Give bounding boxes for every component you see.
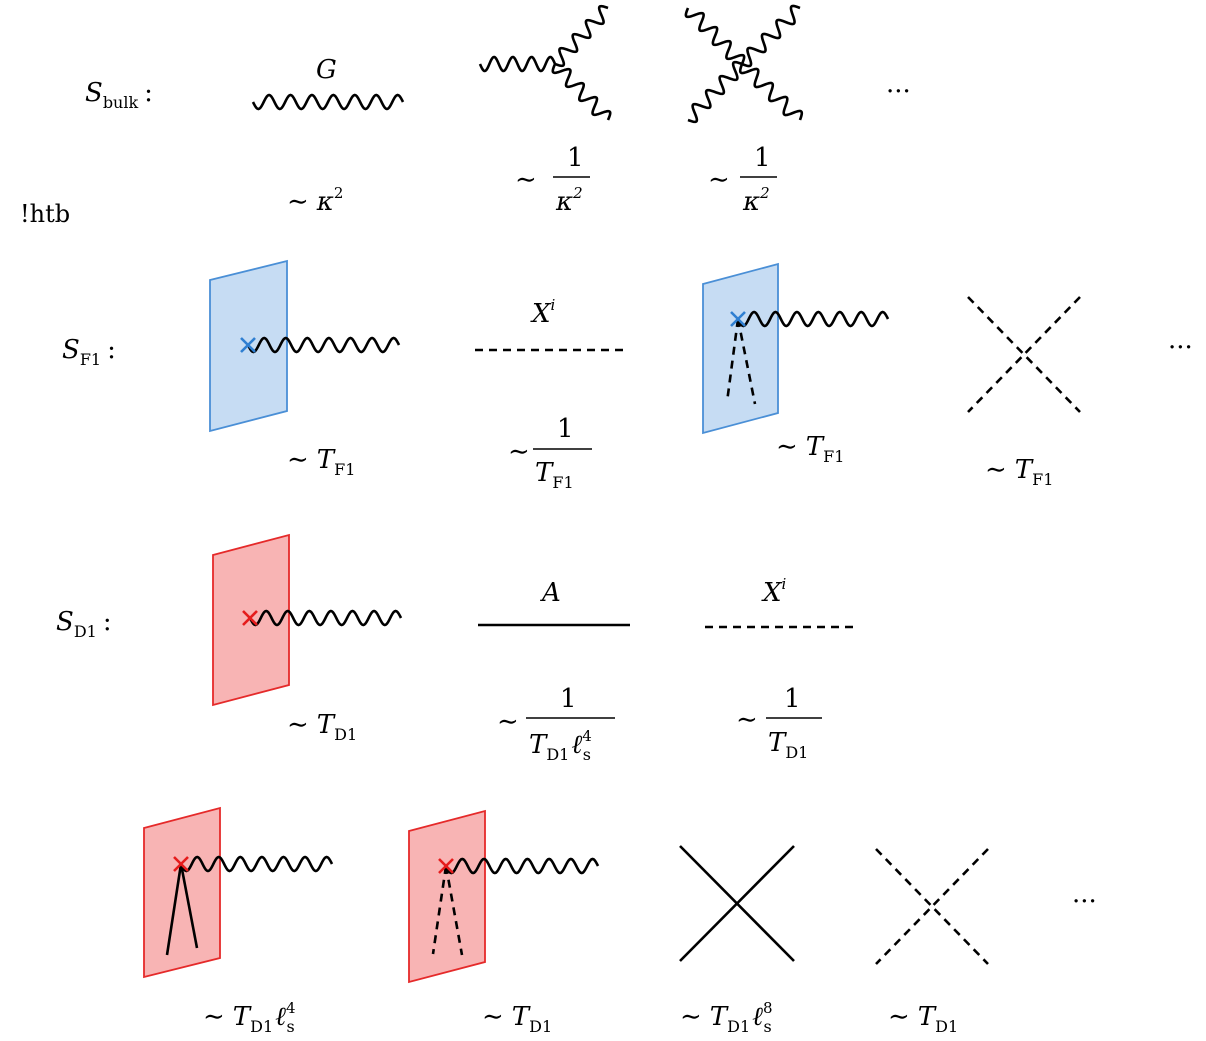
d1-brane-graviton-scalar-vertex (408, 809, 600, 984)
f1-vertex-cross (240, 337, 256, 353)
svg-text:κ2: κ2 (555, 184, 583, 217)
row-bulk: Sbulk: G ··· ∼κ2 ∼ 1 κ2 ∼ 1 κ2 (85, 4, 911, 217)
f1-four-scalar-vertex (967, 296, 1081, 413)
f1-ellipsis: ··· (1168, 333, 1193, 363)
four-vertex-leg-4 (738, 63, 804, 121)
d1-ellipsis: ··· (1072, 887, 1097, 917)
d1-brane-graviton-vertex (212, 533, 403, 707)
f1-scaling-brane: ∼TF1 (287, 445, 355, 479)
d1-field-label: Xi (761, 575, 787, 608)
d1-four-scalar-vertex (875, 848, 989, 965)
stray-htb-text: !htb (20, 200, 70, 228)
row-bulk-label: Sbulk: (85, 78, 153, 112)
svg-text:1: 1 (754, 143, 771, 173)
svg-text:1: 1 (784, 684, 801, 714)
d1-scalar-diag-2 (875, 848, 989, 965)
f1-scalar-diag-1 (967, 296, 1081, 413)
f1-graviton-leg (246, 336, 401, 354)
d1-scaling-scalar: ∼ 1 TD1 (736, 684, 822, 762)
f1-graviton-leg-2 (736, 310, 890, 328)
f1-scaling-brane-scalar: ∼TF1 (776, 432, 844, 466)
d1-graviton-leg-3 (444, 857, 600, 875)
row-d1-label: SD1: (56, 607, 112, 641)
row-f1: SF1: Xi ··· ∼TF1 ∼ 1 T (62, 259, 1193, 492)
f1-scalar-diag-2 (967, 296, 1081, 413)
f1-scaling-four-scalar: ∼TF1 (985, 455, 1053, 489)
f1-field-label: Xi (530, 296, 556, 329)
d1-gauge-diag-2 (679, 845, 795, 962)
f1-brane-graviton-vertex (209, 259, 401, 433)
d1-brane-graviton-gauge-vertex (143, 806, 334, 979)
d1-graviton-leg (248, 609, 403, 627)
row-f1-label: SF1: (62, 335, 116, 369)
f1-brane-sheet-2 (702, 262, 779, 435)
bulk-scaling-four-vertex: ∼ 1 κ2 (708, 143, 777, 217)
d1-scalar-diag-1 (875, 848, 989, 965)
graviton-propagator (251, 93, 405, 111)
d1-scaling-four-scalar: ∼TD1 (888, 1002, 958, 1036)
d1-vertex-cross-2 (173, 856, 189, 872)
f1-scaling-propagator: ∼ 1 TF1 (508, 414, 592, 492)
four-graviton-vertex (684, 4, 804, 124)
f1-brane-graviton-scalar-vertex (702, 262, 890, 435)
three-vertex-leg-up (554, 4, 609, 68)
svg-text:∼: ∼ (708, 165, 730, 195)
d1-brane-sheet-2 (143, 806, 221, 979)
svg-text:∼: ∼ (736, 705, 758, 735)
three-vertex-leg-down (551, 63, 612, 121)
d1-scalar-leg-right (444, 865, 464, 956)
d1-brane-sheet-3 (408, 809, 486, 984)
d1-vertex-cross (242, 610, 258, 626)
svg-text:TF1: TF1 (535, 458, 574, 492)
four-vertex-leg-1 (684, 7, 746, 65)
svg-text:1: 1 (560, 684, 577, 714)
f1-vertex-cross-2 (730, 311, 746, 327)
d1-scaling-brane: ∼TD1 (287, 710, 357, 744)
bulk-scaling-three-vertex: ∼ 1 κ2 (515, 143, 590, 217)
d1-gauge-label: A (540, 578, 561, 608)
svg-text:TD1: TD1 (768, 728, 808, 762)
d1-scaling-scalar-vertex: ∼TD1 (482, 1002, 552, 1036)
four-vertex-leg-3 (687, 60, 743, 124)
svg-text:∼: ∼ (497, 707, 519, 737)
svg-text:∼: ∼ (515, 165, 537, 195)
d1-scalar-leg-left (431, 865, 448, 955)
d1-gauge-leg-left (165, 863, 183, 956)
svg-text:∼: ∼ (508, 437, 530, 467)
bulk-scaling-propagator: ∼κ2 (287, 184, 343, 217)
three-graviton-vertex (478, 4, 612, 121)
d1-vertex-cross-3 (438, 858, 454, 874)
d1-four-gauge-vertex (679, 845, 795, 962)
d1-graviton-leg-2 (179, 855, 334, 873)
svg-text:κ2: κ2 (742, 184, 770, 217)
d1-gauge-leg-right (179, 863, 199, 949)
graviton-label-G: G (316, 55, 337, 85)
bulk-ellipsis: ··· (886, 77, 911, 107)
svg-text:1: 1 (557, 414, 574, 444)
svg-text:1: 1 (567, 143, 584, 173)
f1-scalar-leg-right (736, 318, 757, 405)
four-vertex-leg-2 (741, 4, 801, 68)
three-vertex-leg-left (478, 55, 557, 73)
